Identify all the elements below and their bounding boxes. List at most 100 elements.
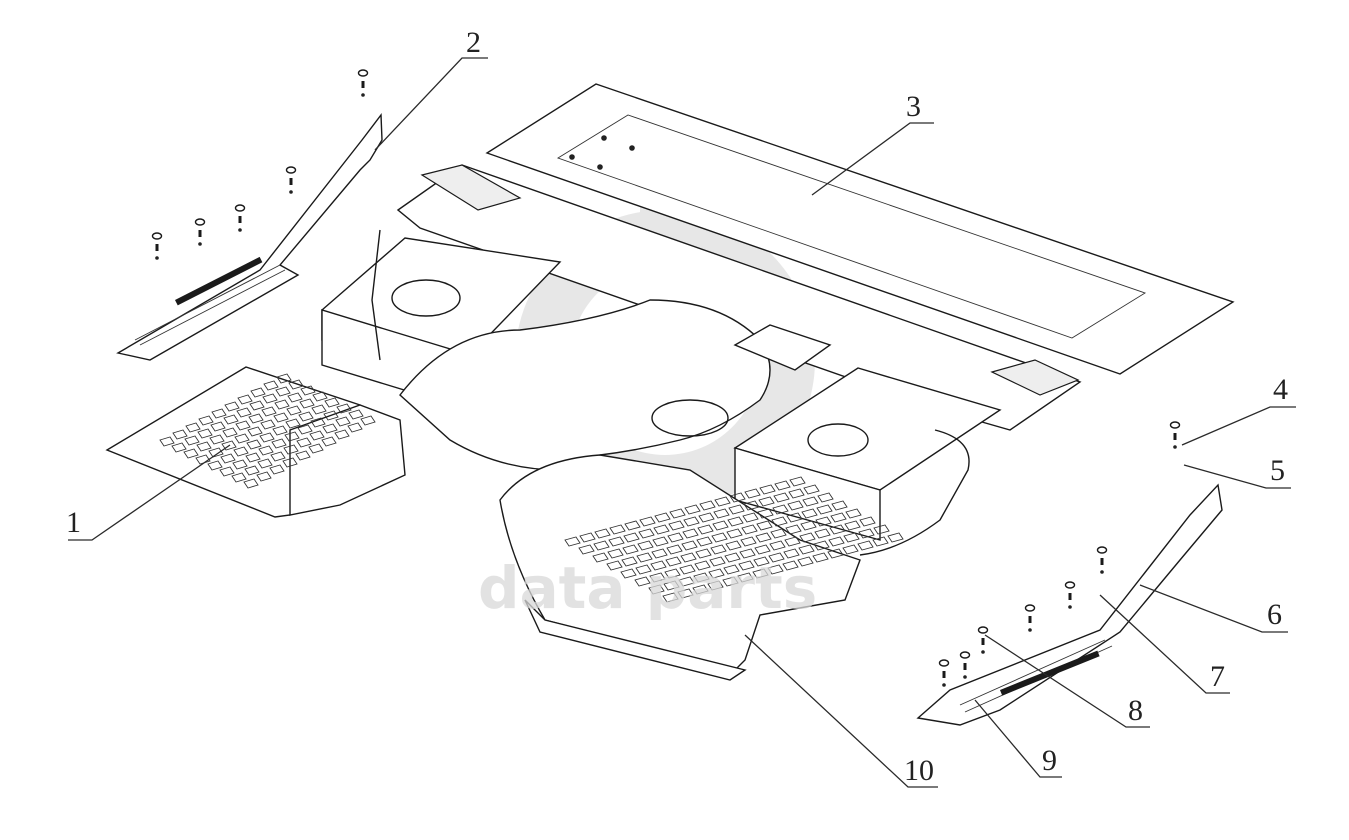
clip-head <box>1064 581 1076 589</box>
mat-cell <box>843 532 860 543</box>
screw <box>198 230 202 237</box>
mat-cell <box>785 524 802 535</box>
mat-cell <box>231 472 247 483</box>
mat-cell <box>769 540 786 551</box>
mat-cell <box>234 433 250 444</box>
mat-cell <box>620 568 637 579</box>
mat-cell <box>755 532 772 543</box>
washer <box>1028 628 1032 632</box>
fasteners-right <box>938 421 1181 687</box>
clip-head <box>1096 546 1108 554</box>
mat-cell <box>273 412 289 423</box>
mat-cell <box>828 536 845 547</box>
mat-cell <box>172 429 188 440</box>
clip-head <box>959 651 971 659</box>
mat-cell <box>249 400 265 411</box>
mat-cell <box>789 476 806 487</box>
mat-cell <box>606 560 623 571</box>
mat-cell <box>622 544 639 555</box>
mat-cell <box>247 426 263 437</box>
mat-cell <box>759 484 776 495</box>
clip-head <box>1169 421 1181 429</box>
mat-cell <box>243 478 259 489</box>
mat-cell <box>873 524 890 535</box>
mat-cell <box>271 438 287 449</box>
mat-cell <box>211 408 227 419</box>
mat-cell <box>310 417 326 428</box>
mat-cell <box>594 528 611 539</box>
mat-cell <box>223 414 239 425</box>
mat-cell <box>709 556 726 567</box>
mat-cell <box>797 556 814 567</box>
clip-head <box>151 232 163 240</box>
mat-cell <box>183 448 199 459</box>
mat-cell <box>607 548 624 559</box>
mat-cell <box>743 500 760 511</box>
mat-cell <box>224 401 240 412</box>
screw <box>361 81 365 88</box>
mat-cell <box>256 471 272 482</box>
mat-cell <box>360 415 376 426</box>
mat-cell <box>250 387 266 398</box>
clip-head <box>938 659 950 667</box>
mat-cell <box>858 528 875 539</box>
clip-head <box>1024 604 1036 612</box>
mat-cell <box>608 536 625 547</box>
mat-cell <box>742 512 759 523</box>
mat-cell <box>757 508 774 519</box>
mat-cell <box>737 572 754 583</box>
mat-cell <box>667 532 684 543</box>
mat-cell <box>298 411 314 422</box>
mat-cell <box>185 422 201 433</box>
callout-3: 3 <box>906 90 921 123</box>
mat-cell <box>639 516 656 527</box>
mat-cell <box>171 442 187 453</box>
mat-cell <box>592 552 609 563</box>
mat-cell <box>663 580 680 591</box>
mat-cell <box>859 516 876 527</box>
mat-cell <box>678 576 695 587</box>
mat-cell <box>272 425 288 436</box>
screw <box>1173 433 1177 440</box>
mat-cell <box>756 520 773 531</box>
mat-cell <box>812 552 829 563</box>
mat-cell <box>681 540 698 551</box>
mat-cell <box>684 504 701 515</box>
mat-cell <box>276 373 292 384</box>
mat-cell <box>677 588 694 599</box>
mat-cell <box>857 540 874 551</box>
mat-cell <box>713 508 730 519</box>
callout-9: 9 <box>1042 744 1057 777</box>
mat-cell <box>207 460 223 471</box>
mat-cell <box>593 540 610 551</box>
mat-cell <box>196 441 212 452</box>
floor-assembly <box>105 164 1082 681</box>
screw <box>981 638 985 645</box>
mat-cell <box>321 436 337 447</box>
watermark-text: data parts <box>478 554 817 622</box>
callout-1: 1 <box>66 506 81 539</box>
mat-cell <box>650 560 667 571</box>
mat-cell <box>783 548 800 559</box>
mat-cell <box>258 445 274 456</box>
mat-cell <box>245 452 261 463</box>
mat-cell <box>679 564 696 575</box>
mat-cell <box>210 421 226 432</box>
mat-cell <box>787 500 804 511</box>
mat-cell <box>198 415 214 426</box>
mat-cell <box>324 397 340 408</box>
mat-cell <box>662 592 679 603</box>
mat-cell <box>237 394 253 405</box>
rubber-mat-center <box>564 476 904 603</box>
clip-head <box>285 166 297 174</box>
mat-cell <box>232 459 248 470</box>
washer <box>1100 570 1104 574</box>
mat-cell <box>269 464 285 475</box>
mat-cell <box>209 434 225 445</box>
mat-cell <box>669 508 686 519</box>
mat-cell <box>287 392 303 403</box>
mat-cell <box>771 516 788 527</box>
screw <box>238 216 242 223</box>
callout-4: 4 <box>1273 373 1288 406</box>
mat-cell <box>666 544 683 555</box>
